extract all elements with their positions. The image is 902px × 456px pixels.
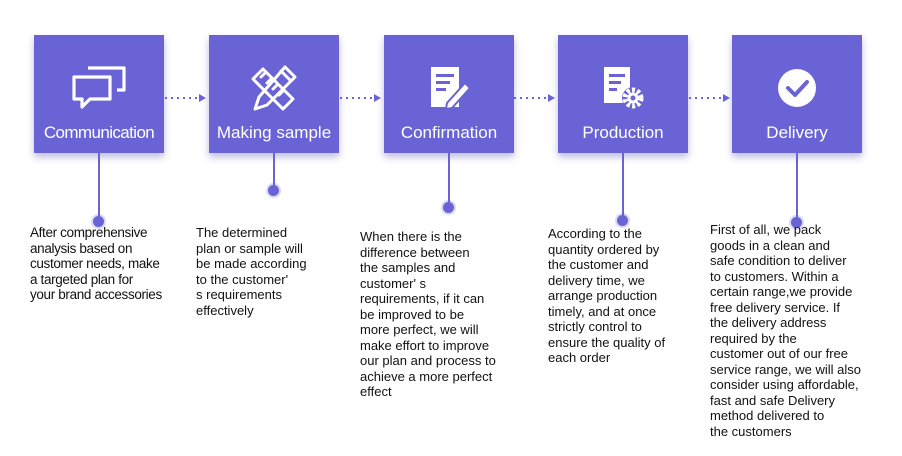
step-making-sample: Making sample bbox=[209, 35, 339, 153]
pencil-ruler-icon bbox=[209, 65, 339, 111]
step-dot bbox=[791, 217, 802, 228]
step-dot bbox=[443, 202, 454, 213]
step-stem bbox=[796, 153, 798, 222]
step-stem bbox=[98, 153, 100, 221]
step-title: Communication bbox=[43, 123, 155, 142]
step-confirmation: Confirmation bbox=[384, 35, 514, 153]
step-description: When there is the difference between the… bbox=[360, 229, 496, 399]
connector-arrow bbox=[340, 94, 381, 102]
document-edit-icon bbox=[384, 65, 514, 111]
step-title: Confirmation bbox=[400, 123, 498, 142]
document-gear-icon bbox=[558, 65, 688, 111]
step-title: Production bbox=[582, 123, 664, 142]
step-title: Delivery bbox=[766, 123, 828, 142]
connector-arrow bbox=[689, 94, 730, 102]
connector-arrow bbox=[514, 94, 555, 102]
step-delivery: Delivery bbox=[732, 35, 862, 153]
check-circle-icon bbox=[732, 65, 862, 111]
step-dot bbox=[268, 185, 279, 196]
step-stem bbox=[448, 153, 450, 207]
step-production: Production bbox=[558, 35, 688, 153]
step-description: The determined plan or sample will be ma… bbox=[196, 225, 307, 318]
step-dot bbox=[617, 215, 628, 226]
step-dot bbox=[93, 216, 104, 227]
step-stem bbox=[273, 153, 275, 190]
step-communication: Communication bbox=[34, 35, 164, 153]
step-stem bbox=[622, 153, 624, 220]
step-title: Making sample bbox=[216, 123, 332, 142]
speech-bubbles-icon bbox=[34, 65, 164, 111]
step-description: After comprehensive analysis based on cu… bbox=[30, 225, 162, 302]
step-description: According to the quantity ordered by the… bbox=[548, 226, 666, 365]
connector-arrow bbox=[165, 94, 206, 102]
step-description: First of all, we pack goods in a clean a… bbox=[710, 222, 862, 439]
